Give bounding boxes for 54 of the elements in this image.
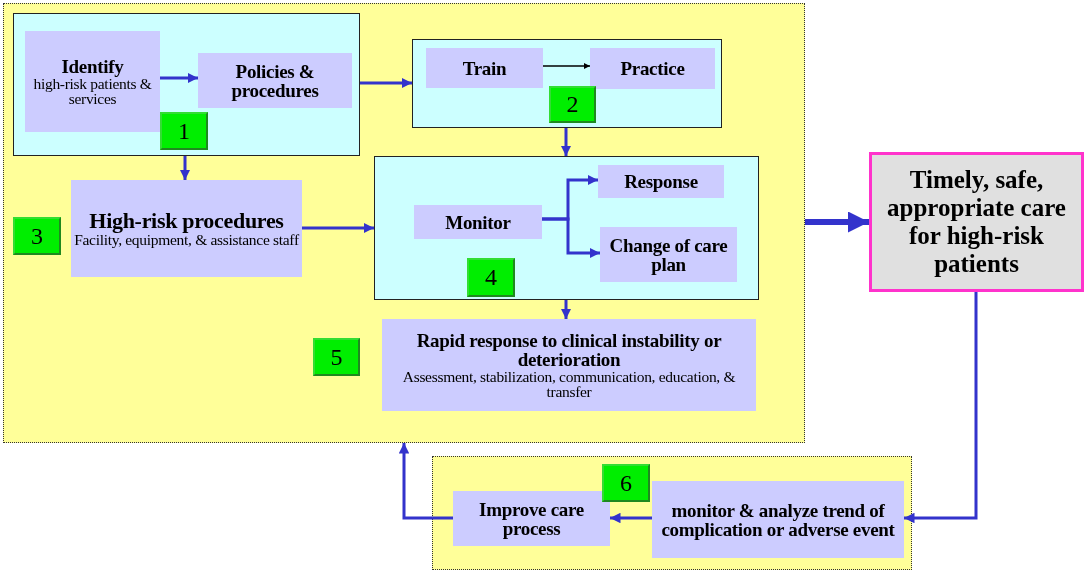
outcome-text: Timely, safe, appropriate care for high-risk patients	[886, 165, 1067, 279]
box-label: Rapid response to clinical instability or deterioration	[415, 330, 723, 369]
box-label: High-risk procedures	[89, 209, 284, 232]
step-number-box	[160, 112, 208, 150]
process-box	[382, 319, 756, 411]
box-label: Response	[624, 172, 698, 191]
arrow	[160, 72, 198, 84]
step-number-box	[13, 217, 61, 255]
process-box	[198, 53, 352, 108]
arrow	[302, 222, 374, 234]
process-box	[652, 481, 904, 558]
step-number: 4	[485, 264, 497, 291]
outcome-box	[869, 152, 1084, 292]
group-box	[13, 13, 360, 156]
box-label: Improve care process	[478, 499, 585, 538]
step-number: 2	[566, 91, 579, 118]
arrow	[904, 292, 978, 524]
arrow	[360, 77, 412, 89]
process-box	[598, 165, 724, 198]
arrow	[179, 156, 191, 180]
process-box	[71, 180, 302, 277]
panel-background	[432, 456, 912, 570]
arrow	[560, 300, 572, 319]
step-number: 6	[620, 469, 632, 497]
process-box	[414, 205, 542, 239]
panel-background	[3, 3, 805, 443]
arrow	[560, 128, 572, 156]
box-label: Practice	[620, 59, 685, 78]
step-number-box	[313, 338, 360, 376]
arrow	[542, 217, 600, 259]
box-label: monitor & analyze trend of complication or adverse event	[660, 500, 896, 539]
box-label: Monitor	[445, 212, 511, 232]
box-label: Train	[462, 58, 507, 78]
step-number-box	[602, 464, 650, 502]
process-box	[590, 48, 715, 89]
box-label: Policies & procedures	[230, 61, 320, 100]
step-number-box	[467, 258, 515, 297]
arrow	[805, 211, 869, 233]
arrow	[542, 62, 591, 70]
process-box	[453, 491, 610, 546]
group-box	[412, 39, 722, 128]
process-box	[426, 48, 543, 88]
detail-text: Assessment, stabilization, communication, education, & transfer	[401, 368, 737, 400]
box-label: Identify	[61, 56, 124, 76]
step-number: 1	[178, 117, 190, 145]
box-label: Change of care plan	[608, 235, 729, 274]
group-box	[374, 156, 759, 300]
process-box	[25, 31, 160, 132]
arrow	[610, 512, 652, 524]
step-number: 5	[330, 343, 343, 371]
arrow	[398, 443, 453, 520]
process-box	[600, 227, 737, 282]
step-number-box	[549, 86, 596, 123]
step-number: 3	[31, 222, 43, 250]
